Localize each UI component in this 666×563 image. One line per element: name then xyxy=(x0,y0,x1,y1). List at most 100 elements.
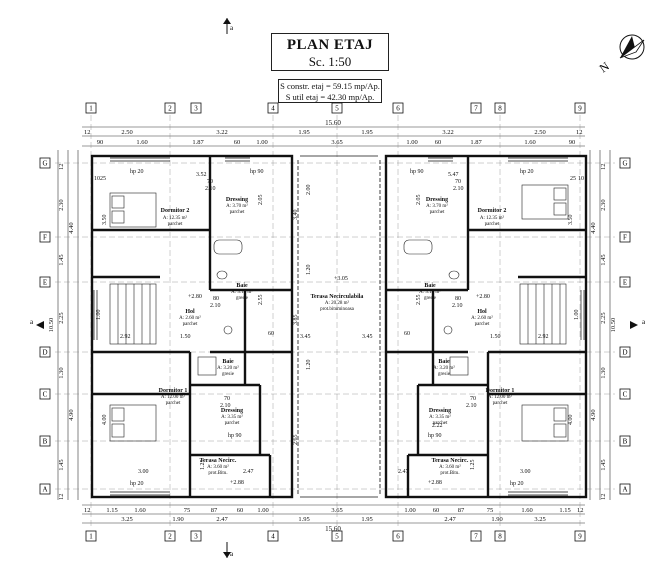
dim-25-right: 25 xyxy=(570,176,576,182)
dim-right-1: 2.30 xyxy=(600,199,607,210)
dim-350-right: 3.50 xyxy=(568,215,574,226)
axis-col-top-1-label: 1 xyxy=(89,105,93,113)
dim-bot2-3: 1.95 xyxy=(298,516,309,523)
axis-col-top-6: 6 xyxy=(392,102,404,114)
title-block: PLAN ETAJ Sc. 1:50 xyxy=(271,33,389,71)
dim-left-7: 4.90 xyxy=(68,409,75,420)
door-210b-r: 2.10 xyxy=(452,303,463,309)
dim-300-left: 3.00 xyxy=(138,469,149,475)
room-name: Dormitor 1 xyxy=(486,388,515,394)
axis-row-right-A: A xyxy=(619,483,631,495)
axis-col-bottom-6: 6 xyxy=(392,530,404,542)
door-210b: 2.10 xyxy=(210,303,221,309)
dim-345-left: 3.45 xyxy=(300,334,311,340)
room-baie-mid-left: Baie A: 3.20 m² gresie xyxy=(217,359,239,377)
dim-150-right: 1.50 xyxy=(490,334,501,340)
dim-340: 3.40 xyxy=(293,210,299,221)
room-dressing-bot-right: Dressing A: 3.35 m² parchet xyxy=(429,408,451,426)
dim-top2-4: 1.00 xyxy=(256,139,267,146)
axis-row-left-A-label: A xyxy=(42,486,47,494)
axis-row-right-F: F xyxy=(619,231,631,243)
axis-col-top-3-label: 3 xyxy=(194,105,198,113)
shower-icon xyxy=(197,356,217,376)
axis-col-bottom-4: 4 xyxy=(267,530,279,542)
level-terasa-left: +2.88 xyxy=(230,480,244,486)
axis-row-right-E-label: E xyxy=(623,279,627,287)
door-210c: 2.10 xyxy=(220,403,231,409)
dim-352: 3.52 xyxy=(196,172,207,178)
dim-right-5: 10.50 xyxy=(610,318,617,333)
door-210c-r: 2.10 xyxy=(466,403,477,409)
dim-right-9: 12 xyxy=(600,494,607,501)
dim-right-8: 1.45 xyxy=(600,459,607,470)
dim-left-6: 1.30 xyxy=(58,367,65,378)
section-label-top: a xyxy=(230,24,234,32)
axis-row-right-A-label: A xyxy=(622,486,627,494)
dim-right-4: 2.25 xyxy=(600,312,607,323)
hp-top-left: hp 20 xyxy=(130,169,144,175)
dim-400-right: 4.00 xyxy=(568,415,574,426)
bed-icon xyxy=(109,192,157,228)
section-label-bottom: a xyxy=(230,550,234,558)
room-dressing-top-right: Dressing A: 3.70 m² parchet xyxy=(426,197,448,215)
dim-top-3: 1.95 xyxy=(298,129,309,136)
dim-247-right: 2.47 xyxy=(398,469,409,475)
level-center: +3.05 xyxy=(334,276,348,282)
axis-row-right-G-label: G xyxy=(622,160,627,168)
dim-200: 2.00 xyxy=(306,185,312,196)
axis-row-right-C-label: C xyxy=(623,391,628,399)
dim-120b: 1.20 xyxy=(306,360,312,371)
room-area: A: 12.35 m² xyxy=(163,215,188,221)
dim-bot-4: 87 xyxy=(211,507,218,514)
axis-col-bottom-5: 5 xyxy=(331,530,343,542)
dim-bot-3: 75 xyxy=(184,507,191,514)
sink-icon xyxy=(443,325,453,335)
door-210-r: 2.10 xyxy=(453,186,464,192)
dim-top-2: 3.22 xyxy=(216,129,227,136)
dim-top2-7: 60 xyxy=(435,139,442,146)
door-70c-r: 70 xyxy=(470,396,476,402)
axis-row-left-F: F xyxy=(39,231,51,243)
dim-265: 2.65 xyxy=(293,435,299,446)
dim-bot-0: 12 xyxy=(84,507,91,514)
axis-row-right-G: G xyxy=(619,157,631,169)
room-name: Dressing xyxy=(429,408,451,414)
level-hol-right: +2.80 xyxy=(476,294,490,300)
section-mark-bottom: a xyxy=(223,542,234,558)
room-terasa-center: Terasa Necirculabila A: 20.28 m² prot.bi… xyxy=(311,294,364,312)
area-constr: S constr. etaj = 59.15 mp/Ap. xyxy=(280,81,380,91)
room-area: A: 2.60 m² xyxy=(179,315,201,321)
dim-bot2-7: 3.25 xyxy=(534,516,545,523)
dim-bot2-5: 2.47 xyxy=(444,516,456,523)
dim-left-8: 1.45 xyxy=(58,459,65,470)
room-area: A: 12.00 m² xyxy=(161,394,186,400)
dim-top-6: 2.50 xyxy=(534,129,545,136)
axis-col-top-1: 1 xyxy=(85,102,97,114)
room-name: Terasa Necirc. xyxy=(432,458,469,464)
axis-row-right-C: C xyxy=(619,388,631,400)
axis-col-top-5-label: 5 xyxy=(335,105,339,113)
door-80-r: 80 xyxy=(455,296,461,302)
room-floor: prot.Bitu. xyxy=(208,471,227,476)
axis-col-top-5: 5 xyxy=(331,102,343,114)
room-area: A: 3.70 m² xyxy=(226,203,248,209)
room-name: Hol xyxy=(185,309,195,315)
room-area: A: 3.18 m² xyxy=(231,289,253,295)
dim-222: 2.22 xyxy=(432,423,443,429)
axis-row-left-G: G xyxy=(39,157,51,169)
room-baie-top-left: Baie A: 3.18 m² gresie xyxy=(231,283,253,301)
room-dressing-top-left: Dressing A: 3.70 m² parchet xyxy=(226,197,248,215)
dim-120a: 1.20 xyxy=(306,265,312,276)
axis-col-bottom-8-label: 8 xyxy=(498,533,502,541)
interior-annotations: +3.05 +2.80 +2.80 +2.88 +2.88 hp 20 hp 2… xyxy=(94,169,584,487)
dim-left-9: 12 xyxy=(58,494,65,501)
axis-col-bottom-2: 2 xyxy=(164,530,176,542)
room-area: A: 20.28 m² xyxy=(325,300,350,306)
dim-bot-11: 75 xyxy=(487,507,494,514)
dim-top-7: 12 xyxy=(576,129,583,136)
walls-right-unit xyxy=(384,154,588,499)
room-area: A: 3.18 m² xyxy=(419,289,441,295)
dim-top-0: 12 xyxy=(84,129,91,136)
dim-100-left: 1.00 xyxy=(96,310,102,321)
